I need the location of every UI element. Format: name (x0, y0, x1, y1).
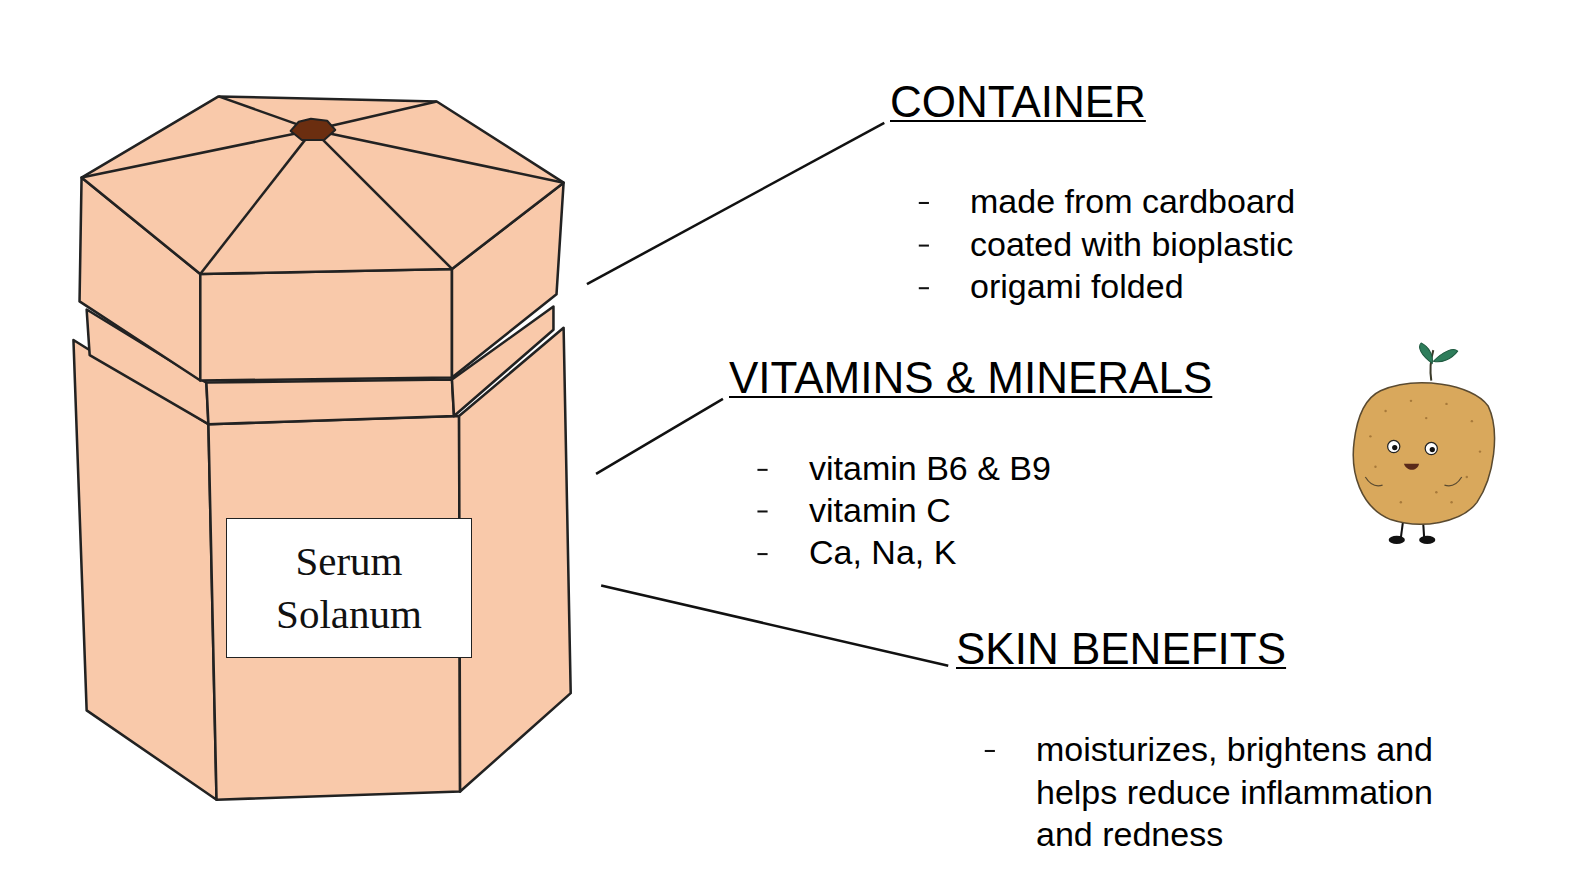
potato-speckles (1369, 400, 1481, 504)
neck-front-face (206, 380, 454, 425)
section-heading: CONTAINER (890, 77, 1146, 128)
section-heading: SKIN BENEFITS (956, 624, 1286, 675)
list-item: origami folded (970, 265, 1184, 308)
list-item: made from cardboard (970, 180, 1295, 223)
label-text-group: Serum Solanum (227, 535, 471, 642)
lid-top (82, 96, 564, 274)
list-item: Ca, Na, K (809, 531, 956, 574)
list-item: moisturizes, brightens and helps reduce … (1036, 728, 1461, 856)
lid-center (291, 119, 336, 140)
list-item: vitamin B6 & B9 (809, 447, 1051, 490)
product-label: Serum Solanum (226, 518, 472, 658)
product-name: Serum Solanum (227, 535, 471, 642)
list-item: coated with bioplastic (970, 223, 1293, 266)
lid-folds (82, 96, 564, 274)
lid-front-face (200, 269, 452, 381)
potato-mascot (1353, 343, 1494, 544)
list-item: vitamin C (809, 489, 951, 532)
section-heading: VITAMINS & MINERALS (729, 353, 1212, 404)
